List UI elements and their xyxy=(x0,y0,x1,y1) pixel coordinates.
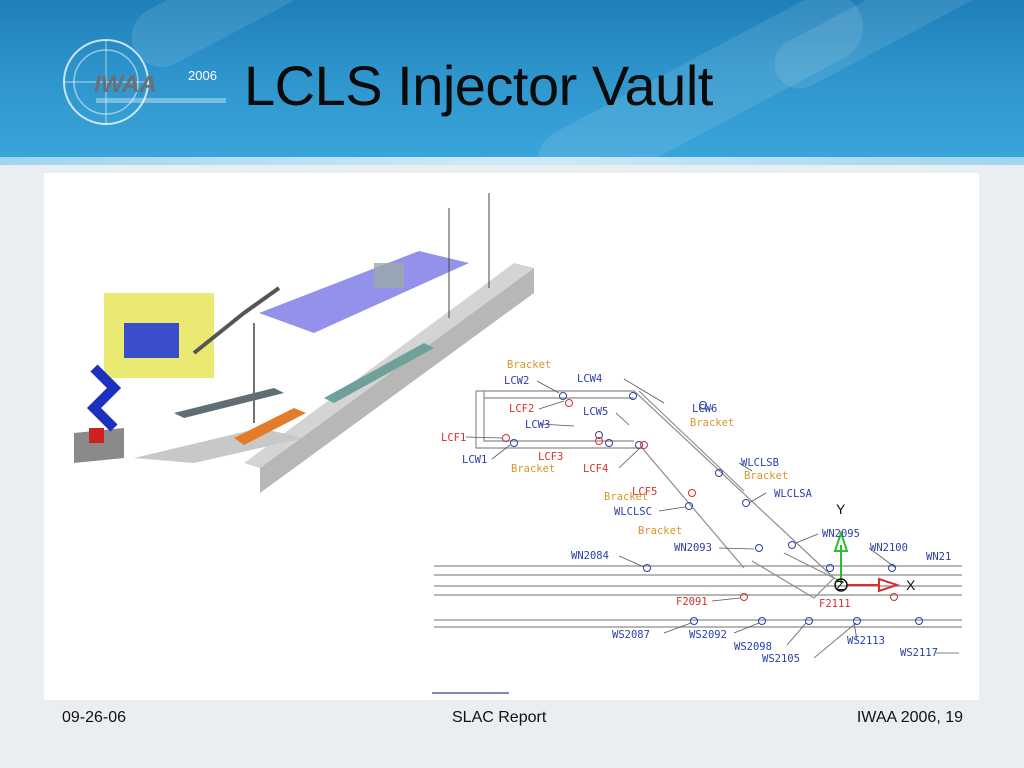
label-ws2105: WS2105 xyxy=(762,653,800,665)
label-wlclsa: WLCLSA xyxy=(774,488,813,500)
label-wn2093: WN2093 xyxy=(674,542,712,554)
axis-y-label: Y xyxy=(836,501,846,517)
label-ws2098: WS2098 xyxy=(734,641,772,653)
label-ws2092: WS2092 xyxy=(689,629,727,641)
schematic-lines xyxy=(432,390,962,694)
footer-date: 09-26-06 xyxy=(62,709,127,726)
axis-z-label: Z xyxy=(836,578,844,593)
label-lcw6: LCW6 xyxy=(692,403,717,415)
leader-lines xyxy=(465,378,959,659)
vault-3d-model xyxy=(74,193,534,493)
label-wlclsc: WLCLSC xyxy=(614,506,652,518)
label-ws2087: WS2087 xyxy=(612,629,650,641)
label-lcw2: LCW2 xyxy=(504,375,529,387)
label-bracket: Bracket xyxy=(744,470,788,482)
label-lcw3: LCW3 xyxy=(525,419,550,431)
coordinate-axes xyxy=(833,529,901,593)
label-wn2084: WN2084 xyxy=(571,550,609,562)
logo-year: 2006 xyxy=(188,68,217,83)
blue-platform xyxy=(259,251,469,333)
label-lcf2: LCF2 xyxy=(509,403,534,415)
footer-report: SLAC Report xyxy=(452,709,547,726)
label-lcf5: LCF5 xyxy=(632,486,657,498)
footer-page: IWAA 2006, 19 xyxy=(856,709,963,726)
label-lcf3: LCF3 xyxy=(538,451,563,463)
header-band xyxy=(0,157,1024,165)
label-bracket: Bracket xyxy=(604,491,648,503)
label-ws2113: WS2113 xyxy=(847,635,885,647)
page-title: LCLS Injector Vault xyxy=(244,54,713,117)
label-ws2117: WS2117 xyxy=(900,647,938,659)
label-bracket: Bracket xyxy=(690,417,734,429)
label-lcf1: LCF1 xyxy=(441,432,466,444)
content-panel: Bracket LCW2 LCW4 LCF2 LCW5 LCW6 Bracket… xyxy=(44,173,979,703)
label-bracket: Bracket xyxy=(638,525,682,537)
drawing-labels: Bracket LCW2 LCW4 LCF2 LCW5 LCW6 Bracket… xyxy=(441,359,951,665)
label-lcf4: LCF4 xyxy=(583,463,608,475)
label-lcw4: LCW4 xyxy=(577,373,602,385)
iwaa-logo: IWAA 2006 xyxy=(63,39,226,125)
label-wn2100: WN2100 xyxy=(870,542,908,554)
label-lcw5: LCW5 xyxy=(583,406,608,418)
target-markers xyxy=(502,392,923,625)
label-wn2095: WN2095 xyxy=(822,528,860,540)
slide-header: IWAA 2006 LCLS Injector Vault xyxy=(0,0,1024,165)
label-f2111: F2111 xyxy=(819,598,851,610)
label-bracket: Bracket xyxy=(511,463,555,475)
label-wn21: WN21 xyxy=(926,551,951,563)
label-wlclsb: WLCLSB xyxy=(741,457,779,469)
label-f2091: F2091 xyxy=(676,596,708,608)
label-lcw1: LCW1 xyxy=(462,454,487,466)
logo-text: IWAA xyxy=(94,71,157,98)
vault-drawing: Bracket LCW2 LCW4 LCF2 LCW5 LCW6 Bracket… xyxy=(74,193,962,694)
slide-footer: 09-26-06 SLAC Report IWAA 2006, 19 xyxy=(0,700,1024,768)
label-bracket: Bracket xyxy=(507,359,551,371)
axis-x-label: X xyxy=(906,577,916,593)
